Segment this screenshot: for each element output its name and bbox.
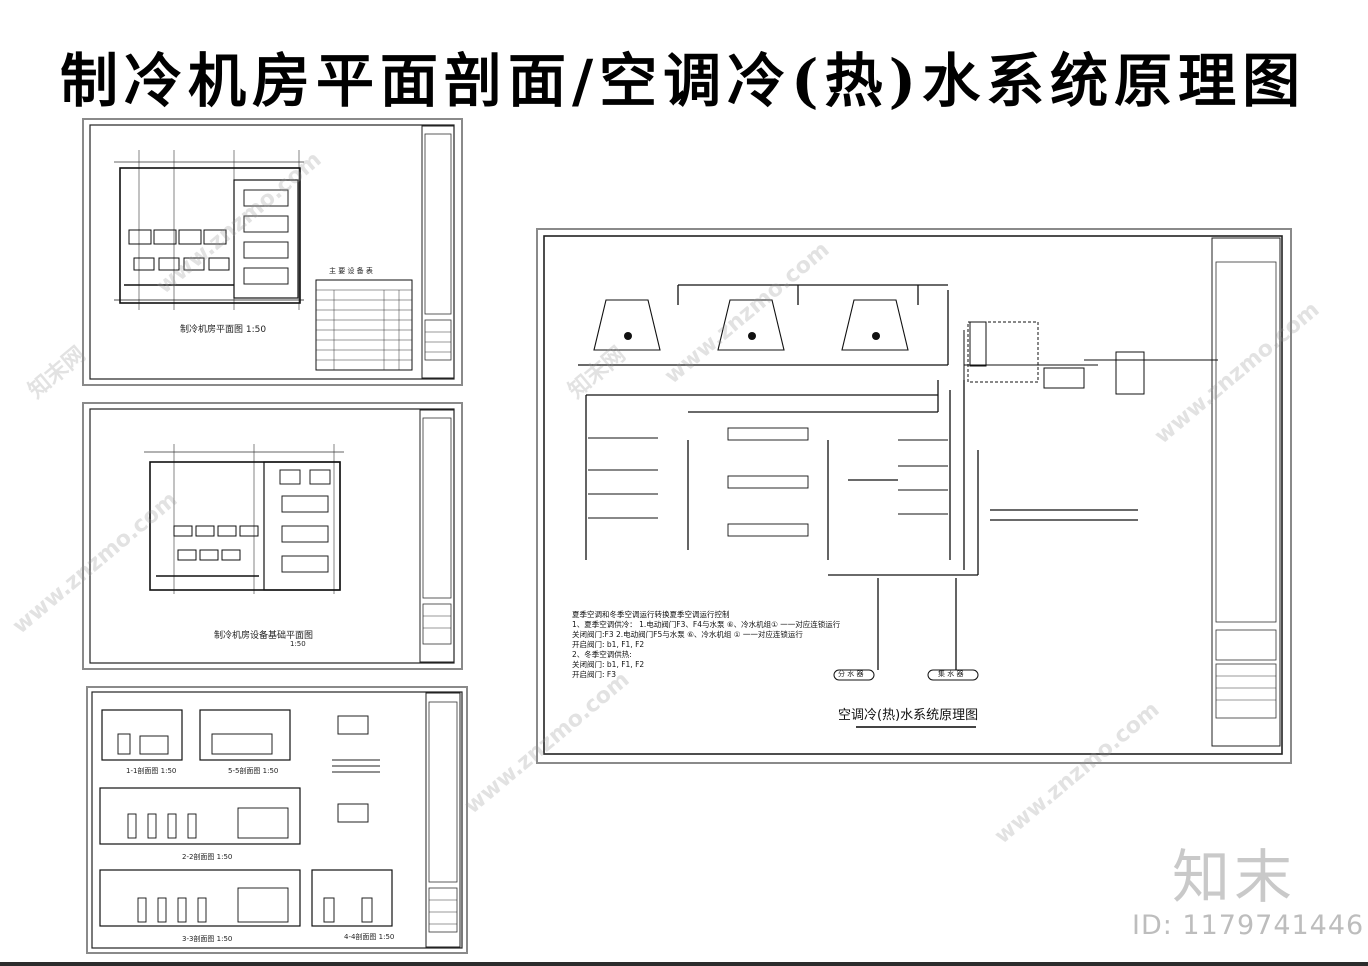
section-3-caption: 3-3剖面图 1:50: [182, 935, 233, 943]
schematic-title-underline: [856, 726, 976, 728]
foundation-scale: 1:50: [290, 640, 306, 648]
schematic-drawing: [543, 235, 1283, 755]
section-1-caption: 1-1剖面图 1:50: [126, 767, 177, 775]
sheet-sections: 1-1剖面图 1:50 5-5剖面图 1:50 2-2剖面图 1:50 3-3剖…: [86, 686, 468, 954]
page-title: 制冷机房平面剖面/空调冷(热)水系统原理图: [60, 47, 1307, 115]
foundation-drawing: [89, 408, 455, 664]
bottom-border: [0, 962, 1368, 966]
schematic-title: 空调冷(热)水系统原理图: [838, 708, 979, 723]
watermark-text: 知末网: [23, 342, 91, 404]
notes-line: 1、夏季空调供冷： 1.电动阀门F3、F4与水泵 ⑥、冷水机组① 一一对应连锁运…: [572, 620, 841, 629]
notes-line: 夏季空调和冬季空调运行转换夏季空调运行控制: [572, 610, 730, 619]
plan-drawing: [89, 124, 455, 380]
notes-line: 关闭阀门:F3 2.电动阀门F5与水泵 ⑥、冷水机组 ① 一一对应连锁运行: [572, 630, 803, 639]
sheet-water-system-schematic: [536, 228, 1292, 764]
brand-logo: 知末: [1172, 843, 1297, 911]
notes-line: 关闭阀门: b1, F1, F2: [572, 660, 645, 669]
sheet-foundation-plan: 制冷机房设备基础平面图 1:50: [82, 402, 463, 670]
sheet-machine-room-plan: 主 要 设 备 表 制冷机房平面图 1:50: [82, 118, 463, 386]
section-4-caption: 4-4剖面图 1:50: [344, 933, 395, 941]
notes-line: 2、冬季空调供热:: [572, 650, 632, 659]
operation-notes: 夏季空调和冬季空调运行转换夏季空调运行控制 1、夏季空调供冷： 1.电动阀门F3…: [572, 610, 840, 680]
distributor-label: 分 水 器: [838, 670, 864, 678]
section-2-caption: 2-2剖面图 1:50: [182, 853, 233, 861]
sections-drawing: [91, 691, 463, 949]
foundation-caption: 制冷机房设备基础平面图: [214, 631, 314, 641]
id-label: ID: 1179741446: [1132, 910, 1365, 941]
notes-line: 开启阀门: F3: [572, 670, 616, 679]
equipment-table-title: 主 要 设 备 表: [329, 267, 373, 275]
plan-caption: 制冷机房平面图 1:50: [180, 325, 267, 335]
notes-line: 开启阀门: b1, F1, F2: [572, 640, 645, 649]
section-5-caption: 5-5剖面图 1:50: [228, 767, 279, 775]
collector-label: 集 水 器: [938, 670, 964, 678]
